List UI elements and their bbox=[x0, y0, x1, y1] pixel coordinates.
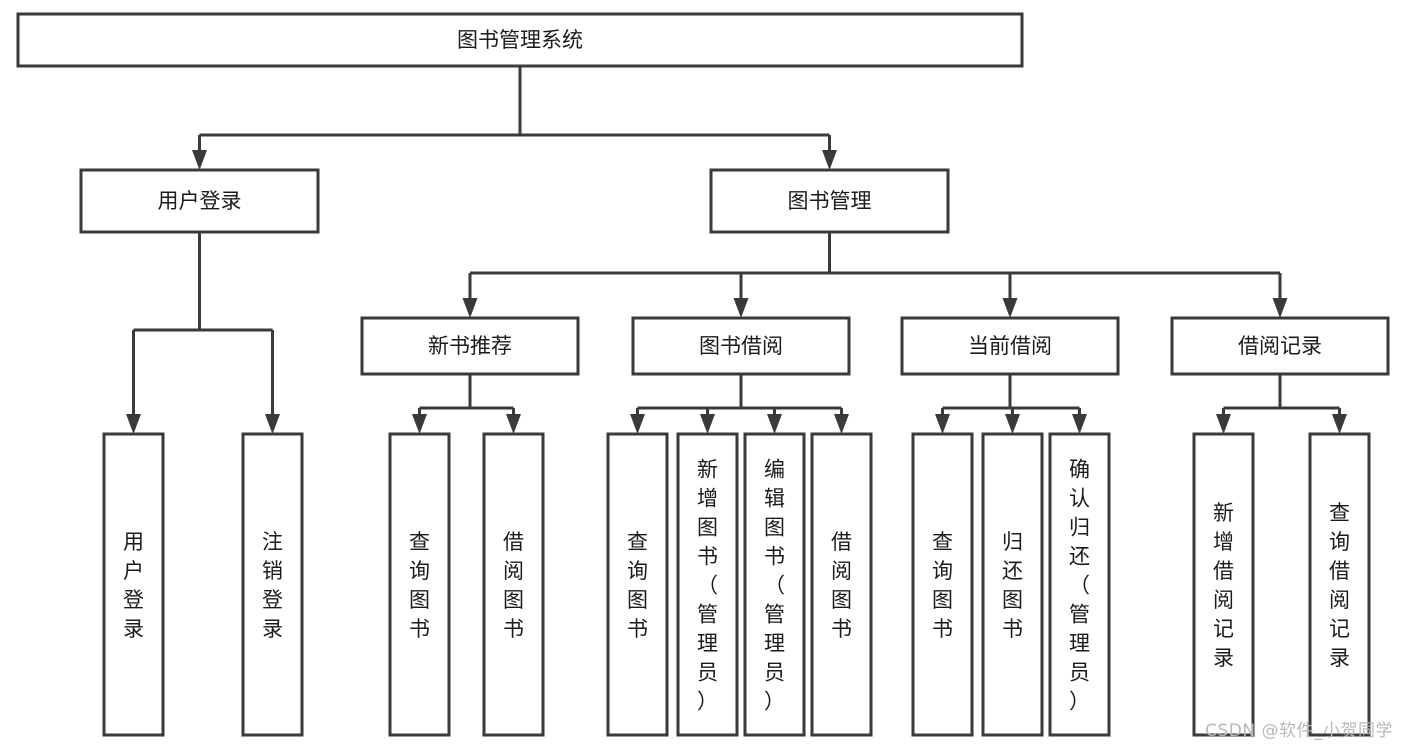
node-label: 新书推荐 bbox=[428, 334, 512, 358]
node-n-book-mgmt[interactable]: 图书管理 bbox=[709, 168, 950, 234]
arrow-head-icon bbox=[1216, 414, 1231, 434]
node-box bbox=[911, 432, 974, 737]
node-box bbox=[1308, 432, 1371, 737]
arrow-head-icon bbox=[733, 298, 749, 318]
node-label: 编辑图书（管理员） bbox=[764, 458, 785, 714]
arrow-head-icon bbox=[767, 414, 782, 434]
node-box bbox=[981, 432, 1044, 737]
node-l-borrow-book-b[interactable]: 借阅图书 bbox=[810, 432, 873, 737]
arrow-head-icon bbox=[126, 414, 141, 434]
node-n-current-borrow[interactable]: 当前借阅 bbox=[900, 316, 1120, 376]
node-layer: 图书管理系统用户登录图书管理新书推荐图书借阅当前借阅借阅记录用户登录注销登录查询… bbox=[16, 12, 1390, 737]
node-label: 查询图书 bbox=[627, 530, 648, 641]
arrow-head-icon bbox=[935, 414, 950, 434]
node-l-add-record[interactable]: 新增借阅记录 bbox=[1192, 432, 1255, 737]
node-box bbox=[810, 432, 873, 737]
node-box bbox=[631, 316, 851, 376]
arrow-head-icon bbox=[834, 414, 849, 434]
node-label: 图书管理 bbox=[788, 189, 872, 213]
arrow-head-icon bbox=[630, 414, 645, 434]
node-label: 图书管理系统 bbox=[457, 28, 583, 52]
node-l-query-book-a[interactable]: 查询图书 bbox=[388, 432, 451, 737]
node-label: 注销登录 bbox=[262, 530, 283, 641]
node-l-borrow-book-a[interactable]: 借阅图书 bbox=[482, 432, 545, 737]
node-box bbox=[16, 12, 1024, 68]
node-box bbox=[388, 432, 451, 737]
arrow-head-icon bbox=[700, 414, 715, 434]
node-box bbox=[1170, 316, 1390, 376]
node-box bbox=[743, 432, 806, 737]
node-l-logout[interactable]: 注销登录 bbox=[241, 432, 304, 737]
node-label: 借阅记录 bbox=[1238, 334, 1322, 358]
arrow-head-icon bbox=[506, 414, 521, 434]
node-box bbox=[1048, 432, 1111, 737]
node-label: 用户登录 bbox=[123, 530, 144, 641]
arrow-head-icon bbox=[1002, 298, 1018, 318]
node-label: 图书借阅 bbox=[699, 334, 783, 358]
node-l-user-login[interactable]: 用户登录 bbox=[102, 432, 165, 737]
node-label: 查询图书 bbox=[932, 530, 953, 641]
arrow-head-icon bbox=[192, 150, 207, 170]
node-box bbox=[482, 432, 545, 737]
arrow-head-icon bbox=[1332, 414, 1347, 434]
node-box bbox=[102, 432, 165, 737]
node-label: 新增图书（管理员） bbox=[697, 458, 718, 714]
arrow-head-icon bbox=[822, 150, 837, 170]
node-box bbox=[1192, 432, 1255, 737]
node-l-query-book-c[interactable]: 查询图书 bbox=[911, 432, 974, 737]
arrow-head-icon bbox=[265, 414, 280, 434]
node-box bbox=[606, 432, 669, 737]
node-box bbox=[241, 432, 304, 737]
arrow-head-icon bbox=[1272, 298, 1288, 318]
node-l-confirm-return[interactable]: 确认归还（管理员） bbox=[1048, 432, 1111, 737]
node-label: 确认归还（管理员） bbox=[1069, 458, 1090, 714]
arrow-head-icon bbox=[1005, 414, 1020, 434]
arrow-head-icon bbox=[412, 414, 427, 434]
node-label: 借阅图书 bbox=[831, 530, 852, 641]
node-label: 查询借阅记录 bbox=[1329, 501, 1350, 670]
node-box bbox=[900, 316, 1120, 376]
node-n-new-book-rec[interactable]: 新书推荐 bbox=[360, 316, 580, 376]
node-l-query-book-b[interactable]: 查询图书 bbox=[606, 432, 669, 737]
node-l-query-record[interactable]: 查询借阅记录 bbox=[1308, 432, 1371, 737]
node-n-user-login[interactable]: 用户登录 bbox=[79, 168, 320, 234]
node-l-edit-book[interactable]: 编辑图书（管理员） bbox=[743, 432, 806, 737]
node-label: 当前借阅 bbox=[968, 334, 1052, 358]
node-box bbox=[676, 432, 739, 737]
node-box bbox=[360, 316, 580, 376]
node-label: 新增借阅记录 bbox=[1213, 501, 1234, 670]
node-n-book-borrow[interactable]: 图书借阅 bbox=[631, 316, 851, 376]
arrow-head-icon bbox=[1072, 414, 1087, 434]
node-box bbox=[709, 168, 950, 234]
node-box bbox=[79, 168, 320, 234]
node-n-borrow-record[interactable]: 借阅记录 bbox=[1170, 316, 1390, 376]
node-label: 借阅图书 bbox=[503, 530, 524, 641]
connector-layer bbox=[126, 66, 1347, 434]
node-l-return-book[interactable]: 归还图书 bbox=[981, 432, 1044, 737]
arrow-head-icon bbox=[462, 298, 478, 318]
node-root[interactable]: 图书管理系统 bbox=[16, 12, 1024, 68]
node-label: 归还图书 bbox=[1002, 530, 1023, 641]
node-l-add-book[interactable]: 新增图书（管理员） bbox=[676, 432, 739, 737]
node-label: 用户登录 bbox=[158, 189, 242, 213]
node-label: 查询图书 bbox=[409, 530, 430, 641]
